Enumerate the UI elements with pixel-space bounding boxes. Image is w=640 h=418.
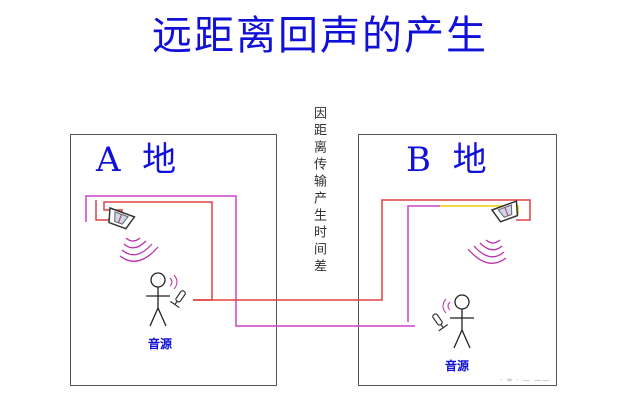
source-a-label: 音源: [148, 337, 173, 351]
watermark: · ≈ · — ——: [500, 376, 551, 384]
person-icon: [450, 294, 474, 349]
room-b-label: B 地: [406, 140, 487, 180]
room-a-label: A 地: [96, 140, 177, 180]
sound-wave-icon: [169, 274, 178, 290]
sound-wave-icon: [119, 237, 159, 262]
speaker-icon: [490, 200, 519, 223]
microphone-icon: [170, 290, 186, 309]
source-b-label: 音源: [445, 359, 470, 373]
room-b-yellow-line: [440, 205, 519, 214]
room-a-red-line: [95, 200, 213, 301]
room-b-pink-line: [407, 205, 440, 322]
room-a-box: [70, 134, 277, 386]
delay-note: 因距离传输产生时间差: [311, 106, 326, 276]
room-b-box: [358, 134, 557, 386]
sound-wave-icon: [442, 298, 451, 314]
speaker-icon: [108, 206, 136, 230]
diagram-title: 远距离回声的产生: [152, 13, 488, 59]
sound-wave-icon: [467, 239, 507, 264]
room-a-pink-line: [85, 195, 415, 327]
cross-red-line: [193, 199, 531, 301]
person-icon: [146, 272, 170, 327]
microphone-icon: [432, 313, 449, 332]
